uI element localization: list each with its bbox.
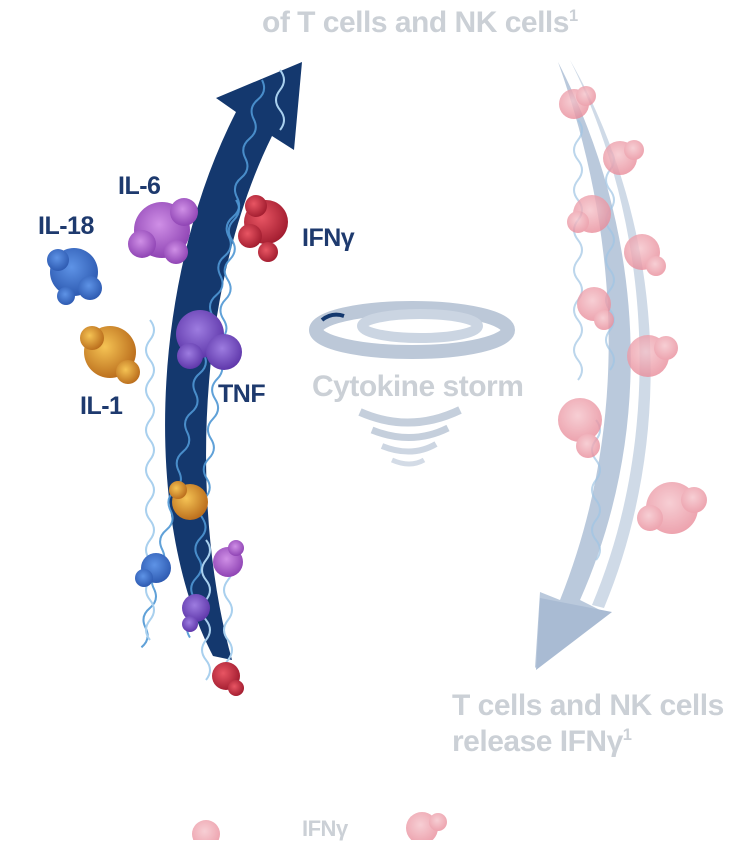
- protein-ifng: [238, 195, 288, 262]
- label-il18: IL-18: [38, 212, 94, 240]
- lower-proteins: [135, 481, 244, 696]
- label-il6: IL-6: [118, 172, 161, 200]
- bottom-ifng-label: IFNγ: [302, 816, 348, 841]
- protein-il18: [47, 248, 102, 305]
- protein-il6: [128, 198, 198, 264]
- cytokine-storm-title: Cytokine storm: [312, 370, 524, 403]
- top-caption: of T cells and NK cells1: [262, 6, 578, 39]
- release-line-1: T cells and NK cells: [452, 689, 724, 722]
- release-caption: T cells and NK cells release IFNγ1: [452, 688, 724, 760]
- release-line-2: release IFNγ1: [452, 725, 632, 758]
- label-ifng: IFNγ: [302, 224, 355, 252]
- bottom-faded-proteins: [192, 812, 447, 840]
- label-tnf: TNF: [218, 380, 266, 408]
- faded-ifng-proteins: [558, 86, 707, 534]
- tornado-icon: [309, 301, 515, 467]
- protein-tnf: [176, 310, 242, 370]
- protein-il1: [80, 326, 140, 384]
- label-il1: IL-1: [80, 392, 123, 420]
- dark-rising-arrow: [140, 62, 302, 681]
